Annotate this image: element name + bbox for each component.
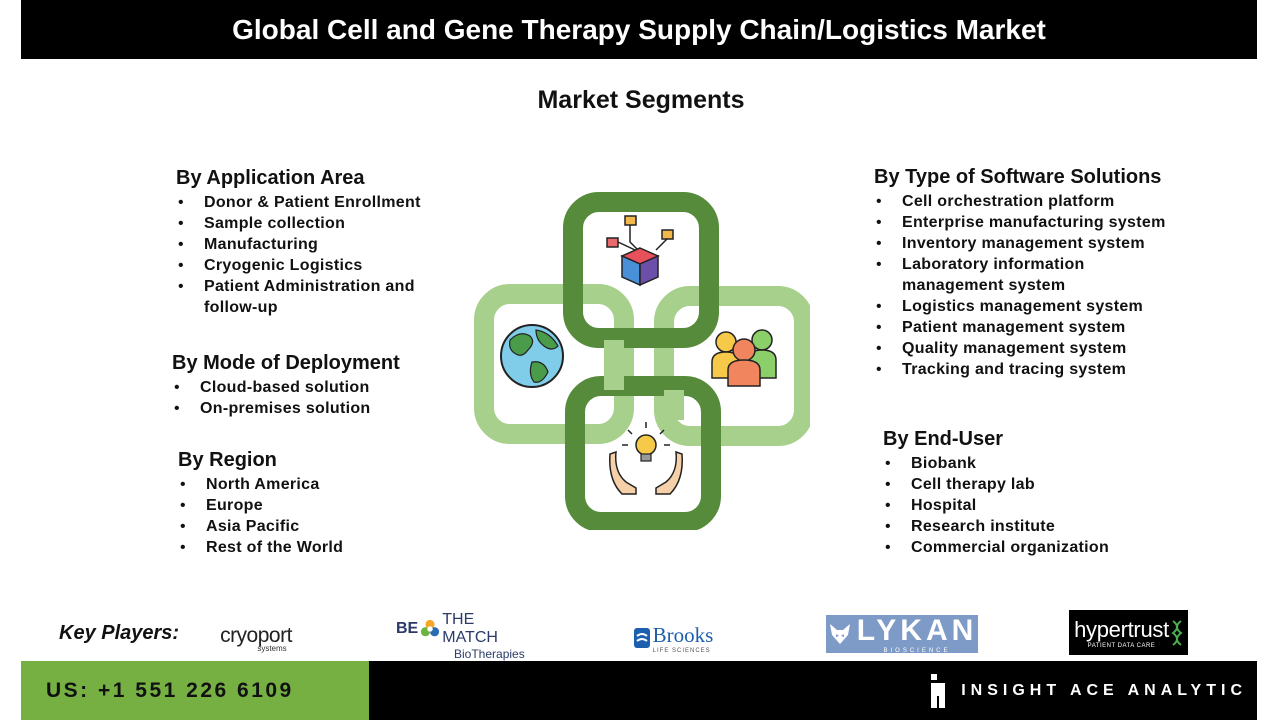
list-item: Manufacturing bbox=[176, 234, 476, 255]
logo-subtext: BIOSCIENCE bbox=[883, 648, 951, 654]
brooks-logo: Brooks LIFE SCIENCES bbox=[628, 620, 718, 656]
lightbulb-hands-icon bbox=[609, 422, 683, 495]
logo-text: THE MATCH bbox=[442, 611, 498, 646]
segment-software-solutions: By Type of Software Solutions Cell orche… bbox=[874, 166, 1214, 380]
dna-icon bbox=[1171, 619, 1183, 646]
list-item: Cell therapy lab bbox=[883, 474, 1203, 495]
insight-ace-logo-icon bbox=[931, 673, 946, 708]
segment-title: By Mode of Deployment bbox=[172, 352, 400, 374]
list-item: Quality management system bbox=[874, 338, 1214, 359]
list-item: Patient management system bbox=[874, 317, 1214, 338]
segment-mode-of-deployment: By Mode of Deployment Cloud-based soluti… bbox=[172, 352, 472, 419]
list-item: Cell orchestration platform bbox=[874, 191, 1214, 212]
list-item: Research institute bbox=[883, 516, 1203, 537]
bottom-frame bbox=[565, 376, 721, 530]
list-item: Cloud-based solution bbox=[172, 377, 472, 398]
list-item: Patient Administration and follow-up bbox=[176, 276, 446, 318]
page-title: Global Cell and Gene Therapy Supply Chai… bbox=[232, 13, 1046, 45]
segment-list: Donor & Patient Enrollment Sample collec… bbox=[176, 192, 476, 318]
segment-title: By Region bbox=[178, 449, 277, 471]
list-item: Commercial organization bbox=[883, 537, 1203, 558]
brooks-mark-icon bbox=[633, 628, 650, 648]
segment-title: By End-User bbox=[883, 428, 1004, 450]
segment-list: North America Europe Asia Pacific Rest o… bbox=[178, 474, 478, 558]
list-item: Logistics management system bbox=[874, 296, 1214, 317]
logo-text: cryoport bbox=[220, 623, 292, 647]
people-group-icon bbox=[711, 329, 777, 387]
title-bar: Global Cell and Gene Therapy Supply Chai… bbox=[21, 0, 1257, 59]
segment-application-area: By Application Area Donor & Patient Enro… bbox=[176, 167, 476, 318]
list-item: Rest of the World bbox=[178, 537, 478, 558]
key-players-label: Key Players: bbox=[59, 622, 180, 644]
logo-text: Brooks bbox=[652, 622, 714, 647]
list-item: North America bbox=[178, 474, 478, 495]
cryoport-logo: cryoport systems bbox=[210, 618, 302, 658]
segments-graphic bbox=[474, 192, 810, 530]
footer-phone-bar: US: +1 551 226 6109 bbox=[21, 661, 369, 720]
logo-text: BE bbox=[396, 620, 419, 637]
list-item: Hospital bbox=[883, 495, 1203, 516]
logo-subtext: systems bbox=[257, 643, 287, 653]
list-item: On-premises solution bbox=[172, 398, 472, 419]
phone-number: US: +1 551 226 6109 bbox=[46, 678, 294, 702]
list-item: Laboratory information management system bbox=[874, 254, 1134, 296]
logo-text: LYKAN bbox=[856, 614, 978, 647]
logo-subtext: LIFE SCIENCES bbox=[652, 647, 711, 654]
segment-title: By Application Area bbox=[176, 167, 365, 189]
list-item: Tracking and tracing system bbox=[874, 359, 1214, 380]
list-item: Donor & Patient Enrollment bbox=[176, 192, 476, 213]
logo-text: hypertrust bbox=[1074, 616, 1169, 642]
globe-icon bbox=[500, 324, 564, 388]
network-cube-icon bbox=[606, 215, 674, 287]
list-item: Asia Pacific bbox=[178, 516, 478, 537]
brand-name: INSIGHT ACE ANALYTIC bbox=[961, 681, 1247, 699]
top-frame bbox=[563, 192, 719, 348]
logo-subtext: BioTherapies bbox=[454, 647, 525, 661]
petal-icon bbox=[421, 619, 440, 637]
list-item: Inventory management system bbox=[874, 233, 1214, 254]
list-item: Sample collection bbox=[176, 213, 476, 234]
list-item: Cryogenic Logistics bbox=[176, 255, 476, 276]
segment-list: Biobank Cell therapy lab Hospital Resear… bbox=[883, 453, 1203, 558]
footer-brand-bar: INSIGHT ACE ANALYTIC bbox=[369, 661, 1257, 720]
segment-region: By Region North America Europe Asia Paci… bbox=[178, 449, 478, 558]
hypertrust-logo: hypertrust PATIENT DATA CARE bbox=[1069, 610, 1188, 655]
logo-row: BE THE MATCH bbox=[396, 611, 526, 647]
list-item: Europe bbox=[178, 495, 478, 516]
section-subtitle: Market Segments bbox=[537, 86, 745, 114]
segment-list: Cell orchestration platform Enterprise m… bbox=[874, 191, 1214, 380]
wolf-icon bbox=[829, 624, 850, 644]
be-the-match-logo: BE THE MATCH BioTherapies bbox=[396, 611, 526, 661]
lykan-logo: LYKAN BIOSCIENCE bbox=[826, 614, 978, 654]
list-item: Enterprise manufacturing system bbox=[874, 212, 1214, 233]
segment-title: By Type of Software Solutions bbox=[874, 166, 1162, 188]
segment-end-user: By End-User Biobank Cell therapy lab Hos… bbox=[883, 428, 1203, 558]
logo-subtext: PATIENT DATA CARE bbox=[1087, 642, 1156, 649]
right-frame bbox=[654, 286, 810, 446]
segment-list: Cloud-based solution On-premises solutio… bbox=[172, 377, 472, 419]
list-item: Biobank bbox=[883, 453, 1203, 474]
